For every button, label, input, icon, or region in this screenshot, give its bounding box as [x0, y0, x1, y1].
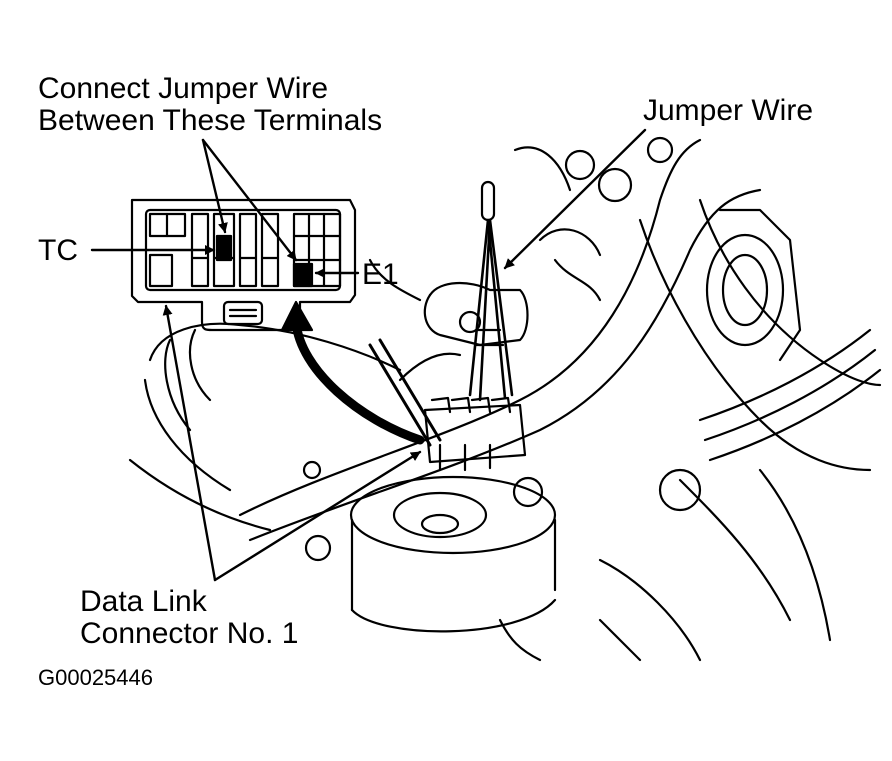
right-pulley	[705, 233, 785, 347]
engine-bay-sketch	[128, 136, 882, 662]
vehicle-connector	[368, 338, 527, 472]
dlc-latch	[222, 300, 264, 326]
label-jumper-wire: Jumper Wire	[643, 94, 814, 127]
leader-lines	[90, 128, 647, 582]
jumper-wire-drawing	[468, 180, 514, 402]
label-tc: TC	[38, 234, 78, 267]
label-dlc-line1: Data Link	[80, 585, 207, 618]
cylinder-top	[349, 475, 557, 555]
zoom-arrow	[291, 317, 425, 445]
tc-terminal	[215, 234, 233, 262]
label-dlc-line2: Connector No. 1	[80, 617, 299, 650]
label-connect-line1: Connect Jumper Wire	[38, 72, 329, 105]
label-e1: E1	[362, 258, 399, 291]
dlc-inset	[130, 198, 357, 332]
figure-id: G00025446	[38, 665, 153, 690]
e1-terminal	[292, 262, 314, 288]
label-connect-line2: Between These Terminals	[38, 104, 383, 137]
